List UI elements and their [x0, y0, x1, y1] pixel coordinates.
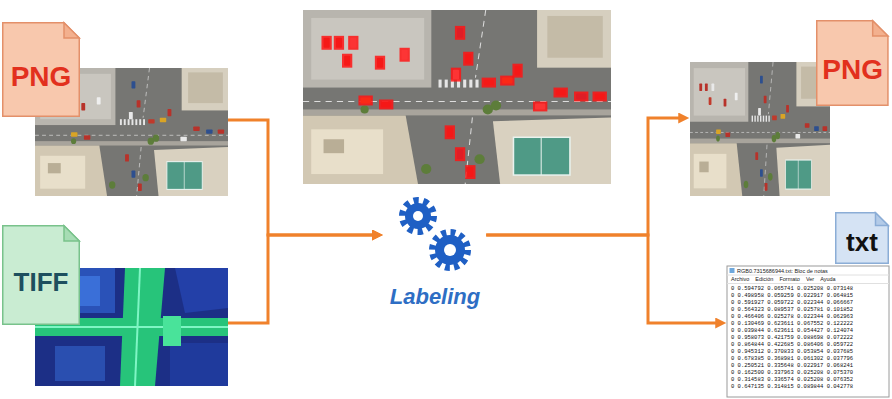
bounding-boxes	[321, 26, 606, 179]
annotation-row: 0 0.130469 0.623611 0.067552 0.122222	[731, 320, 853, 327]
flow-arrow	[228, 120, 379, 235]
menu-item: Ayuda	[820, 276, 836, 283]
menu-item: Archivo	[731, 276, 749, 283]
annotation-row: 0 0.864844 0.422685 0.086406 0.059722	[731, 341, 853, 348]
annotation-row: 0 0.466406 0.025278 0.022344 0.062963	[731, 313, 853, 320]
file-icon: TIFF	[2, 225, 228, 386]
annotation-row: 0 0.250521 0.335648 0.022917 0.068241	[731, 362, 853, 369]
notepad-window	[727, 266, 889, 397]
labeled-image	[303, 10, 611, 184]
file-icon: PNG	[2, 22, 228, 196]
window-title: RGB0.7315686944.txt: Bloc de notas	[737, 268, 828, 275]
gear-icon	[403, 201, 467, 267]
process-label: Labeling	[390, 284, 480, 310]
annotation-row: 0 0.945312 0.370833 0.053854 0.037685	[731, 348, 853, 355]
file-type: txt	[846, 227, 878, 258]
menu-item: Edición	[755, 276, 773, 283]
annotation-row: 0 0.591927 0.059722 0.022344 0.066667	[731, 299, 853, 306]
annotation-row: 0 0.594792 0.065741 0.025208 0.073148	[731, 285, 853, 292]
menu-item: Ver	[806, 276, 814, 283]
annotation-row: 0 0.314583 0.336574 0.025208 0.076352	[731, 376, 853, 383]
annotation-row: 0 0.564323 0.089537 0.025781 0.101852	[731, 306, 853, 313]
annotation-row: 0 0.039844 0.623611 0.054427 0.124074	[731, 327, 853, 334]
file-type: TIFF	[14, 267, 69, 298]
flow-arrow	[486, 235, 722, 323]
output-image	[690, 62, 830, 196]
annotation-row: 0 0.958073 0.421759 0.088698 0.072222	[731, 334, 853, 341]
annotation-row: 0 0.678385 0.368981 0.061302 0.037796	[731, 355, 853, 362]
flow-arrow	[228, 235, 379, 323]
annotation-row: 0 0.498958 0.059259 0.022917 0.064815	[731, 292, 853, 299]
file-type: PNG	[11, 60, 72, 94]
annotation-row: 0 0.647135 0.314815 0.089844 0.042778	[731, 383, 853, 390]
annotation-row: 0 0.162500 0.337963 0.025208 0.075370	[731, 369, 853, 376]
flow-arrow	[486, 118, 685, 235]
file-icon: PNG	[690, 20, 889, 196]
menu-item: Formato	[779, 276, 799, 283]
file-type: PNG	[822, 53, 883, 87]
process-step: Labeling	[384, 192, 486, 312]
